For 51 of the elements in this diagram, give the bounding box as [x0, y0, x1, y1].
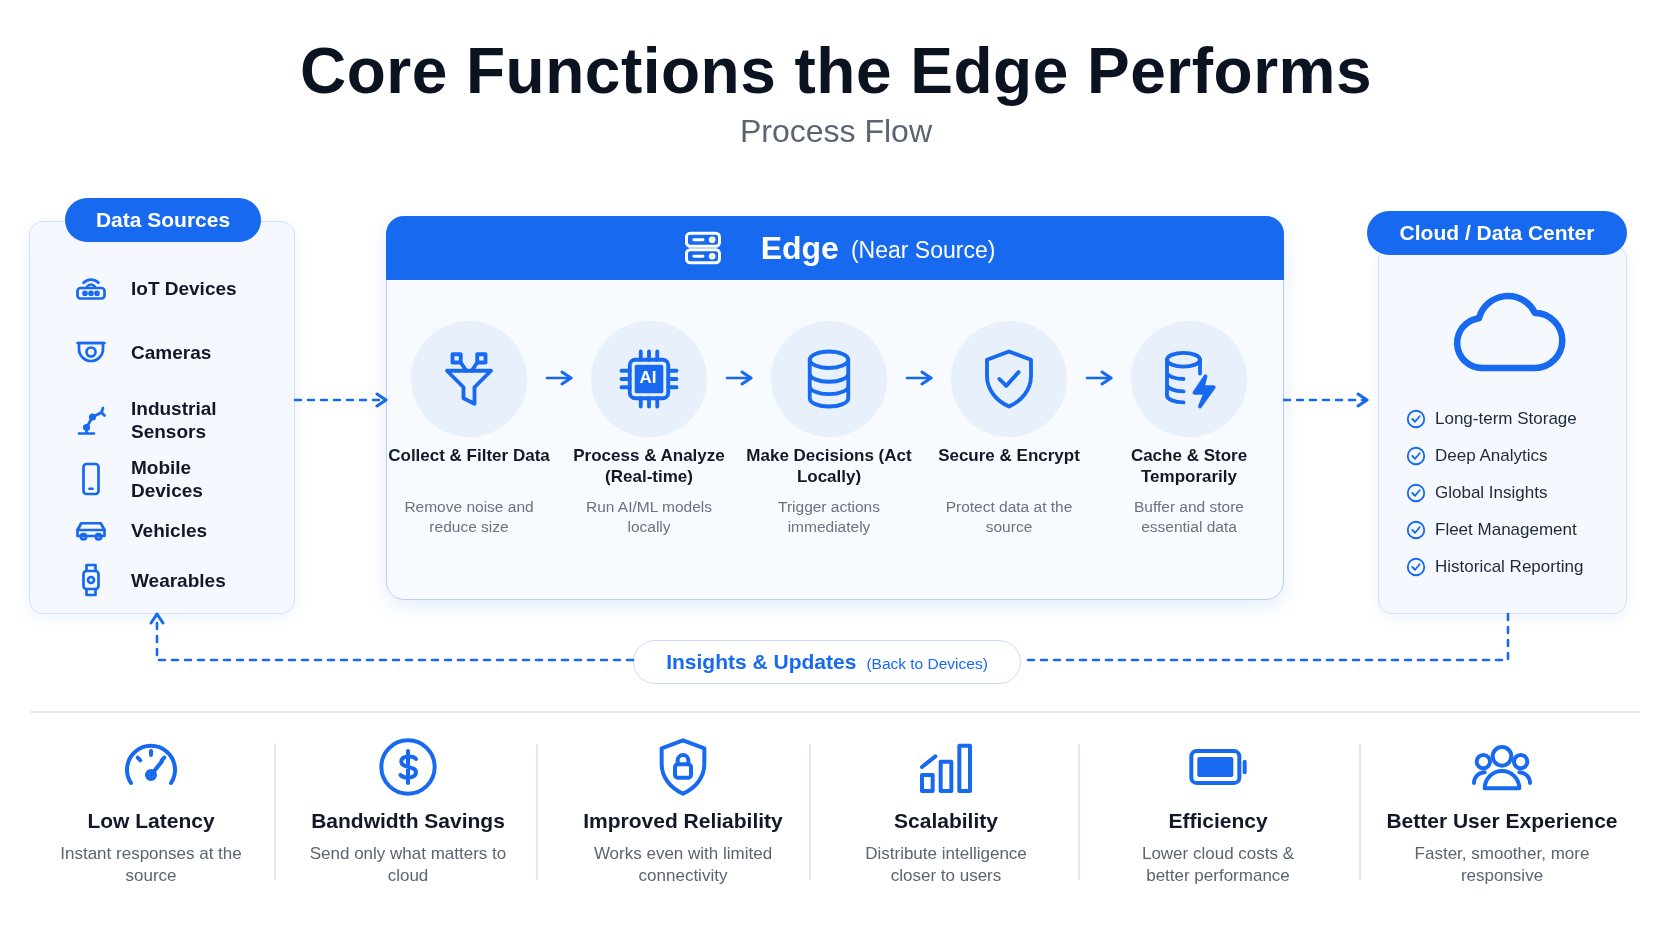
step-description: Trigger actions immediately	[777, 497, 881, 537]
section-header: Data Sources	[65, 198, 261, 242]
group-subtitle: (Near Source)	[850, 236, 996, 264]
title: Core Functions the Edge Performs	[298, 34, 1374, 108]
list-item: Wearables	[131, 568, 227, 593]
benefit-title: Better User Experience	[1385, 809, 1619, 833]
benefit-description: Send only what matters to cloud	[308, 843, 508, 887]
benefit-description: Lower cloud costs & better performance	[1140, 843, 1296, 887]
list-item: Global Insights	[1435, 482, 1549, 504]
list-item: Cameras	[131, 340, 213, 365]
benefit-description: Distribute intelligence closer to users	[864, 843, 1028, 887]
flow-arrow	[293, 392, 388, 408]
benefit-description: Instant responses at the source	[59, 843, 243, 887]
step-title: Make Decisions (Act Locally)	[745, 445, 913, 487]
flow-arrow	[1282, 392, 1369, 408]
group-panel	[386, 216, 1284, 600]
list-item: IoT Devices	[131, 276, 238, 301]
step-description: Buffer and store essential data	[1133, 497, 1245, 537]
list-item: Historical Reporting	[1435, 556, 1585, 578]
benefit-description: Works even with limited connectivity	[592, 843, 774, 887]
step-title: Cache & Store Temporarily	[1129, 445, 1249, 487]
step-description: Protect data at the source	[944, 497, 1074, 537]
benefit-description: Faster, smoother, more responsive	[1413, 843, 1591, 887]
label-pill	[633, 640, 1021, 684]
pill-title: Insights & Updates	[666, 650, 857, 674]
benefit-title: Improved Reliability	[582, 809, 784, 833]
list-item: Long-term Storage	[1435, 408, 1578, 430]
list-item: Industrial Sensors	[131, 397, 218, 444]
step-description: Run AI/ML models locally	[584, 497, 714, 537]
flow-arrow	[725, 370, 753, 386]
step-description: Remove noise and reduce size	[403, 497, 535, 537]
flow-arrow	[149, 612, 635, 662]
subtitle: Process Flow	[738, 113, 933, 150]
list-item: Fleet Management	[1435, 519, 1578, 541]
step-title: Process & Analyze (Real-time)	[572, 445, 726, 487]
benefit-title: Low Latency	[86, 809, 216, 833]
group-title: Edge	[760, 229, 839, 267]
flow-arrow	[905, 370, 933, 386]
flow-arrow	[1085, 370, 1113, 386]
list-item: Mobile Devices	[131, 456, 204, 503]
benefit-title: Scalability	[893, 809, 999, 833]
flow-arrow	[545, 370, 573, 386]
list-item: Deep Analytics	[1435, 445, 1549, 467]
step-title: Secure & Encrypt	[937, 445, 1081, 466]
benefit-title: Efficiency	[1167, 809, 1269, 833]
step-title: Collect & Filter Data	[387, 445, 551, 466]
list-item: Vehicles	[131, 518, 209, 543]
benefit-title: Bandwidth Savings	[310, 809, 506, 833]
pill-subtitle: (Back to Devices)	[866, 654, 988, 673]
chip-label: AI	[638, 367, 658, 389]
section-header: Cloud / Data Center	[1367, 211, 1627, 255]
